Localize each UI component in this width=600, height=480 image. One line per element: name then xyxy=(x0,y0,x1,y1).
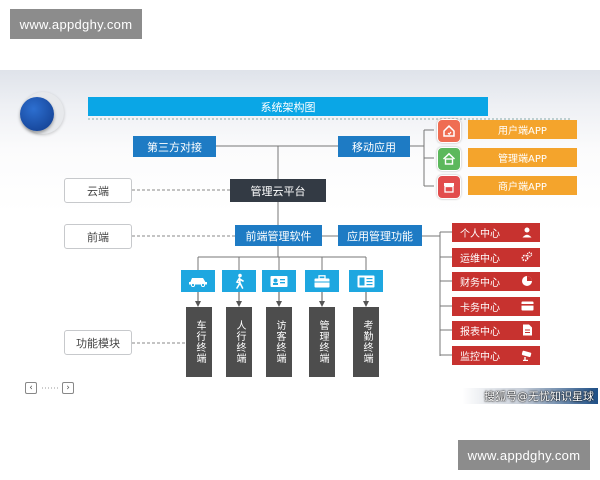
feature-label: 个人中心 xyxy=(460,229,500,240)
watermark-bottom: www.appdghy.com xyxy=(458,440,590,470)
watermark-top: www.appdghy.com xyxy=(10,9,142,39)
feature-label: 卡务中心 xyxy=(460,303,500,314)
feature-item-monitor: 监控中心 xyxy=(452,346,540,365)
next-slide-button[interactable]: › xyxy=(62,382,74,394)
feature-item-personal: 个人中心 xyxy=(452,223,540,242)
terminal-attendance: 考勤终端 xyxy=(353,307,379,377)
app-label: 商户端APP xyxy=(468,176,577,195)
source-caption: 搜狐号@无忧知识星球 xyxy=(462,388,598,404)
terminal-visitor: 访客终端 xyxy=(266,307,292,377)
decor-circle-blue xyxy=(20,97,54,131)
walker-icon xyxy=(222,270,256,292)
app-label: 用户端APP xyxy=(468,120,577,139)
ledger-icon xyxy=(349,270,383,292)
mobile-app-box: 移动应用 xyxy=(338,136,410,157)
user-icon xyxy=(520,225,534,239)
feature-item-ops: 运维中心 xyxy=(452,248,540,267)
label-front: 前端 xyxy=(64,224,132,249)
id-card-icon xyxy=(262,270,296,292)
feature-label: 运维中心 xyxy=(460,254,500,265)
cloud-platform-box: 管理云平台 xyxy=(230,179,326,202)
card-icon xyxy=(520,299,534,313)
briefcase-icon xyxy=(305,270,339,292)
document-icon xyxy=(520,323,534,337)
terminal-pedestrian: 人行终端 xyxy=(226,307,252,377)
feature-label: 报表中心 xyxy=(460,327,500,338)
gears-icon xyxy=(520,250,534,264)
pie-chart-icon xyxy=(520,274,534,288)
car-icon xyxy=(181,270,215,292)
app-label: 管理端APP xyxy=(468,148,577,167)
third-party-box: 第三方对接 xyxy=(133,136,216,157)
feature-item-reports: 报表中心 xyxy=(452,321,540,340)
home-icon xyxy=(437,119,461,143)
label-cloud: 云端 xyxy=(64,178,132,203)
camera-icon xyxy=(520,348,534,362)
terminal-management: 管理终端 xyxy=(309,307,335,377)
home-icon xyxy=(437,147,461,171)
diagram-title: 系统架构图 xyxy=(88,97,488,116)
terminal-vehicle: 车行终端 xyxy=(186,307,212,377)
app-features-box: 应用管理功能 xyxy=(338,225,422,246)
prev-slide-button[interactable]: ‹ xyxy=(25,382,37,394)
feature-item-finance: 财务中心 xyxy=(452,272,540,291)
feature-label: 财务中心 xyxy=(460,278,500,289)
label-modules: 功能模块 xyxy=(64,330,132,355)
feature-item-card: 卡务中心 xyxy=(452,297,540,316)
feature-label: 监控中心 xyxy=(460,352,500,363)
shop-icon xyxy=(437,175,461,199)
frontend-software-box: 前端管理软件 xyxy=(235,225,322,246)
